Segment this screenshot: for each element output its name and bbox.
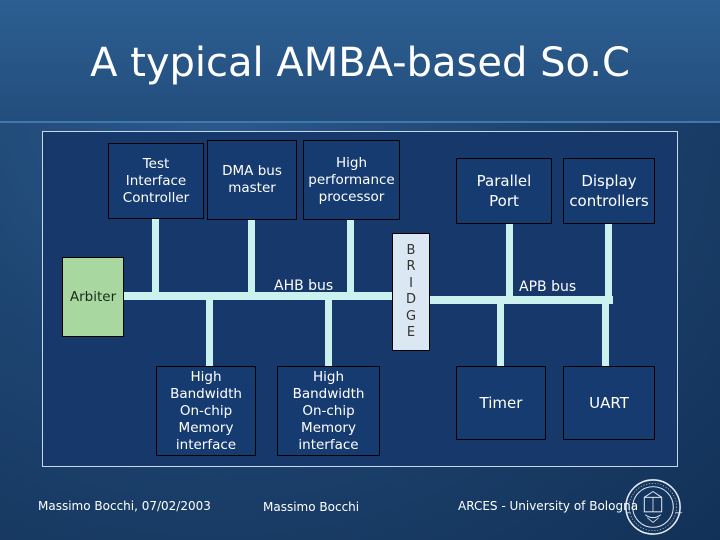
footer-institution: ARCES - University of Bologna — [458, 499, 639, 513]
connector-dma — [248, 200, 255, 292]
bridge-label: B R I D G E — [405, 242, 417, 341]
memory-interface-2-block: High Bandwidth On-chip Memory interface — [277, 366, 380, 456]
timer-block: Timer — [456, 366, 546, 440]
connector-uart — [602, 304, 609, 370]
dma-bus-master-block: DMA bus master — [207, 140, 297, 220]
display-controllers-block: Display controllers — [563, 158, 655, 224]
connector-mem1 — [206, 300, 213, 370]
memory-interface-1-label: High Bandwidth On-chip Memory interface — [170, 368, 242, 453]
memory-interface-1-block: High Bandwidth On-chip Memory interface — [156, 366, 256, 456]
apb-bus — [430, 296, 613, 304]
test-interface-controller-block: Test Interface Controller — [108, 143, 204, 219]
timer-label: Timer — [479, 393, 523, 412]
title-band — [0, 0, 720, 122]
ahb-bus — [124, 292, 392, 300]
apb-bus-label: APB bus — [519, 279, 577, 295]
test-interface-controller-label: Test Interface Controller — [122, 155, 190, 206]
processor-block: High performance processor — [303, 140, 400, 220]
arbiter-label: Arbiter — [69, 288, 117, 305]
connector-test-interface — [152, 210, 159, 292]
connector-processor — [347, 218, 354, 292]
parallel-port-block: Parallel Port — [456, 158, 552, 224]
uart-label: UART — [589, 393, 629, 412]
memory-interface-2-label: High Bandwidth On-chip Memory interface — [292, 368, 365, 453]
connector-parallel — [506, 222, 513, 296]
dma-bus-master-label: DMA bus master — [222, 163, 282, 196]
processor-label: High performance processor — [308, 154, 395, 205]
connector-timer — [497, 304, 504, 370]
ahb-bus-label: AHB bus — [274, 278, 334, 294]
arbiter-block: Arbiter — [62, 257, 124, 337]
connector-display — [605, 222, 612, 296]
bridge-block: B R I D G E — [392, 233, 430, 351]
footer-author: Massimo Bocchi — [263, 500, 360, 514]
parallel-port-label: Parallel Port — [476, 172, 532, 210]
footer-author-date: Massimo Bocchi, 07/02/2003 — [38, 499, 211, 513]
display-controllers-label: Display controllers — [569, 172, 649, 210]
connector-mem2 — [325, 300, 332, 370]
slide-title: A typical AMBA-based So.C — [90, 40, 630, 86]
title-divider — [0, 121, 720, 123]
university-seal-icon — [625, 479, 682, 535]
uart-block: UART — [563, 366, 655, 440]
